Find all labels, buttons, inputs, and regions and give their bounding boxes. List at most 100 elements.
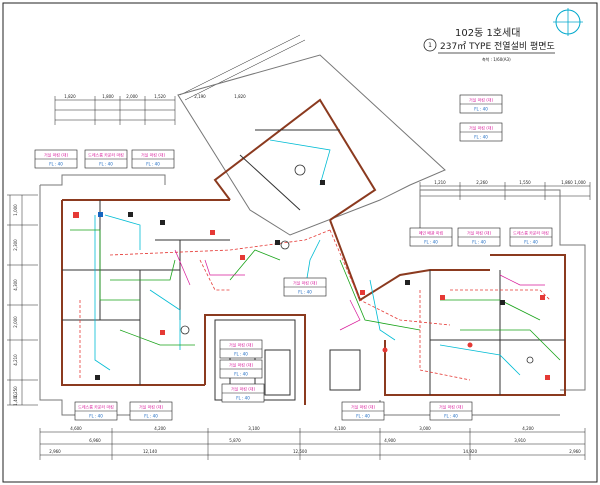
dimension-label: 2,960 xyxy=(569,449,581,454)
tag-name: 거실 마킹 (대) xyxy=(469,97,494,103)
dimension-labels: 4,600 4,200 3,100 4,100 3,000 4,200 6,960 5,870… xyxy=(13,94,586,454)
tag-name: 거실 마킹 (대) xyxy=(469,125,494,131)
tag-name: 거실 마킹 (대) xyxy=(439,404,464,410)
tag-spec: FL : 40 xyxy=(89,414,103,419)
dimension-label: 1,250 xyxy=(13,386,18,398)
dimension-label: 4,200 xyxy=(522,426,534,431)
title-line1: 102동 1호세대 xyxy=(455,27,520,39)
interior-walls xyxy=(62,129,565,401)
dimension-label: 4,300 xyxy=(13,279,18,291)
tag-name: 드레스룸 카운터 마킹 xyxy=(88,152,124,158)
dimension-label: 1,210 xyxy=(434,180,446,185)
tag-spec: FL : 40 xyxy=(99,162,113,167)
dimension-lines-top xyxy=(54,34,306,125)
dimension-label: 3,910 xyxy=(514,438,526,443)
tag-name: 거실 마킹 (대) xyxy=(293,280,318,286)
red-dashed-circuits xyxy=(79,229,551,381)
cyan-piping xyxy=(94,139,521,376)
tag-box: 거실 마킹 (대) FL : 40 xyxy=(219,359,263,379)
dimension-label: 14,920 xyxy=(463,449,477,454)
tag-box: 거실 마킹 (대) FL : 40 xyxy=(283,277,327,297)
dimension-label: 1,400 xyxy=(13,394,18,406)
tag-spec: FL : 40 xyxy=(234,352,248,357)
tag-box: 거실 마킹 (대)FL : 40 xyxy=(34,149,78,169)
dimension-label: 2,000 xyxy=(126,94,138,99)
dimension-label: 1,000 xyxy=(574,180,586,185)
outer-shell xyxy=(39,54,586,416)
title-scale: 축척 : 1/60(A3) xyxy=(482,56,511,62)
dimension-label: 4,100 xyxy=(334,426,346,431)
dimension-label: 1,550 xyxy=(519,180,531,185)
dimension-label: 1,820 xyxy=(64,94,76,99)
dimension-label: 1,000 xyxy=(13,204,18,216)
dimension-label: 1,800 xyxy=(102,94,114,99)
dimension-label: 4,200 xyxy=(154,426,166,431)
tag-name: 거실 마킹 (대) xyxy=(351,404,376,410)
north-arrow-icon xyxy=(553,8,583,36)
dimension-label: 5,870 xyxy=(229,438,241,443)
dimension-label: 4,900 xyxy=(384,438,396,443)
dimension-label: 3,000 xyxy=(419,426,431,431)
tag-box: 거실 마킹 (대)FL : 40 xyxy=(129,401,173,421)
dimension-label: 2,960 xyxy=(49,449,61,454)
tag-spec: FL : 40 xyxy=(424,240,438,245)
dimension-label: 12,140 xyxy=(143,449,157,454)
tag-name: 거실 마킹 (대) xyxy=(229,362,254,368)
tag-box: 거실 마킹 (대) FL : 40 xyxy=(459,94,503,114)
tag-box: 거실 마킹 (대) FL : 40 xyxy=(457,227,501,247)
main-walls xyxy=(61,98,566,405)
dimension-label: 2,000 xyxy=(13,316,18,328)
dimension-label: 4,210 xyxy=(13,354,18,366)
dimension-label: 2,260 xyxy=(476,180,488,185)
tag-name: 거실 마킹 (대) xyxy=(229,342,254,348)
tag-box: 거실 마킹 (대) FL : 40 xyxy=(429,401,473,421)
tag-spec: FL : 40 xyxy=(146,162,160,167)
device-markers xyxy=(73,164,550,380)
tag-name: 거실 마킹 (대) xyxy=(467,230,492,236)
tag-spec: FL : 40 xyxy=(298,290,312,295)
tag-spec: FL : 40 xyxy=(474,107,488,112)
title-block: 1 102동 1호세대 237㎡ TYPE 전열설비 평면도 축척 : 1/60… xyxy=(423,27,555,62)
tag-box: 드레스룸 카운터 마킹 FL : 40 xyxy=(84,149,128,169)
title-line2: 237㎡ TYPE 전열설비 평면도 xyxy=(440,41,555,52)
dimension-label: 1,860 xyxy=(561,180,573,185)
tag-name: 거실 마킹 (대) xyxy=(44,152,69,158)
dimension-lines-left xyxy=(7,194,38,406)
dimension-label: 2,190 xyxy=(194,94,206,99)
tag-box: 거실 마킹 (대) FL : 40 xyxy=(219,339,263,359)
magenta-circuits xyxy=(174,249,545,331)
tag-name: 메인 배관 마킹 xyxy=(419,230,444,236)
dimension-label: 1,820 xyxy=(234,94,246,99)
dimension-label: 3,100 xyxy=(248,426,260,431)
tag-spec: FL : 40 xyxy=(524,240,538,245)
dimension-label: 12,500 xyxy=(293,449,307,454)
green-circuits xyxy=(70,229,561,361)
dimension-label: 6,960 xyxy=(89,438,101,443)
tag-box: 메인 배관 마킹 FL : 40 xyxy=(409,227,453,247)
dimension-lines-right xyxy=(419,182,591,200)
tag-spec: FL : 40 xyxy=(474,135,488,140)
tag-name: 거실 마킹 (대) xyxy=(139,404,164,410)
dimension-label: 2,300 xyxy=(13,239,18,251)
tag-box: 거실 마킹 (대) FL : 40 xyxy=(341,401,385,421)
title-marker-icon xyxy=(423,38,437,52)
tag-spec: FL : 40 xyxy=(472,240,486,245)
tag-box: 거실 마킹 (대) FL : 40 xyxy=(459,122,503,142)
tag-spec: FL : 40 xyxy=(234,372,248,377)
dimension-label: 1,520 xyxy=(154,94,166,99)
tag-box: 거실 마킹 (대) FL : 40 xyxy=(221,383,265,403)
tag-name: 거실 마킹 (대) xyxy=(231,386,256,392)
tag-box: 드레스룸 카운터 마킹 FL : 40 xyxy=(74,401,118,421)
tag-name: 거실 마킹 (대) xyxy=(141,152,166,158)
tag-box: 거실 마킹 (대) FL : 40 xyxy=(131,149,175,169)
dimension-lines-bottom xyxy=(39,428,586,460)
tag-spec: FL : 40 xyxy=(236,396,250,401)
dimension-label: 4,600 xyxy=(70,426,82,431)
tag-spec: FL : 40 xyxy=(356,414,370,419)
tag-spec: FL : 40 xyxy=(444,414,458,419)
tag-name: 드레스룸 카운터 마킹 xyxy=(78,404,114,410)
